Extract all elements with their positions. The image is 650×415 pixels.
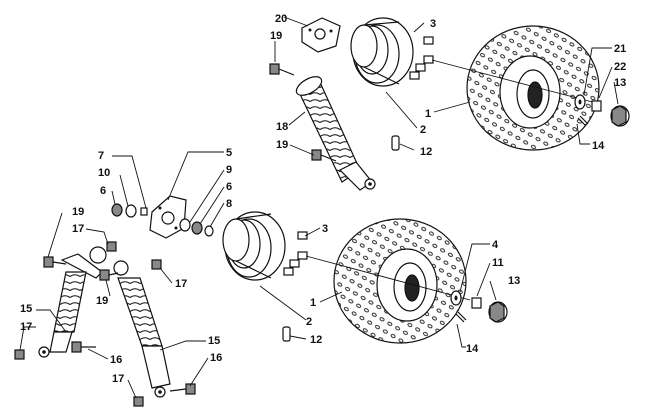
nut-lower-3 [14, 349, 25, 360]
callout-13: 13 [614, 77, 626, 89]
nut-upper [591, 100, 602, 112]
callout-12: 12 [310, 334, 322, 346]
callout-2: 2 [420, 124, 426, 136]
callout-1: 1 [310, 297, 316, 309]
lug-nuts-upper [409, 36, 434, 80]
hub-cap-upper [610, 105, 630, 127]
cotter-pin-upper [577, 115, 589, 127]
wheel-rim-lower [222, 211, 286, 281]
callout-21: 21 [614, 43, 626, 55]
callout-2: 2 [306, 316, 312, 328]
steering-knuckle [149, 195, 187, 239]
wheel-rim-upper [350, 17, 414, 87]
callout-17: 17 [72, 223, 84, 235]
callout-1: 1 [425, 108, 431, 120]
callout-7: 7 [98, 150, 104, 162]
lug-nuts-lower [283, 231, 308, 276]
shock-absorber-upper [295, 76, 376, 191]
callout-6-right: 6 [226, 181, 232, 193]
washer-upper [574, 94, 586, 110]
nut-lower-1 [106, 241, 117, 252]
callout-15-right: 15 [208, 335, 220, 347]
callout-17-right: 17 [175, 278, 187, 290]
callout-22: 22 [614, 61, 626, 73]
callout-14: 14 [592, 140, 605, 152]
bolt-lower-3 [71, 341, 96, 353]
nut-lower-4 [133, 396, 144, 407]
callout-19-lower: 19 [276, 139, 288, 151]
callout-16: 16 [110, 354, 122, 366]
shock-absorber-lower-left [38, 246, 107, 358]
callout-19-lower: 19 [96, 295, 108, 307]
callout-9: 9 [226, 164, 232, 176]
hub-plate-upper [301, 17, 341, 53]
callout-10: 10 [98, 167, 110, 179]
callout-11: 11 [492, 257, 504, 269]
shock-absorber-lower-right [113, 260, 171, 398]
tire-upper [466, 25, 600, 151]
callout-19: 19 [72, 206, 84, 218]
bolt-upper-bottom [311, 149, 337, 162]
callout-3: 3 [322, 223, 328, 235]
cotter-pin-lower [455, 311, 467, 323]
callout-14: 14 [466, 343, 479, 355]
callout-4: 4 [492, 239, 499, 251]
callout-17-bottom: 17 [112, 373, 124, 385]
axle-pin-upper [391, 135, 400, 151]
bolt-lower-2 [99, 269, 119, 281]
bolt-upper-top [269, 63, 295, 76]
callout-20: 20 [275, 13, 287, 25]
callout-18: 18 [276, 121, 288, 133]
callout-12: 12 [420, 146, 432, 158]
callout-3: 3 [430, 18, 436, 30]
nut-lower [471, 297, 482, 309]
callout-8: 8 [226, 198, 232, 210]
nut-lower-2 [151, 259, 162, 270]
bolt-lower-4 [169, 383, 196, 395]
callout-16-right: 16 [210, 352, 222, 364]
callout-19: 19 [270, 30, 282, 42]
callout-5: 5 [226, 147, 232, 159]
callout-13: 13 [508, 275, 520, 287]
hub-cap-lower [488, 301, 508, 323]
washers-lower [111, 203, 214, 237]
callout-17-left: 17 [20, 321, 32, 333]
washer-lower [450, 290, 462, 306]
bolt-lower-1 [43, 256, 67, 268]
callout-15: 15 [20, 303, 32, 315]
callout-6: 6 [100, 185, 106, 197]
axle-pin-lower [282, 326, 291, 342]
